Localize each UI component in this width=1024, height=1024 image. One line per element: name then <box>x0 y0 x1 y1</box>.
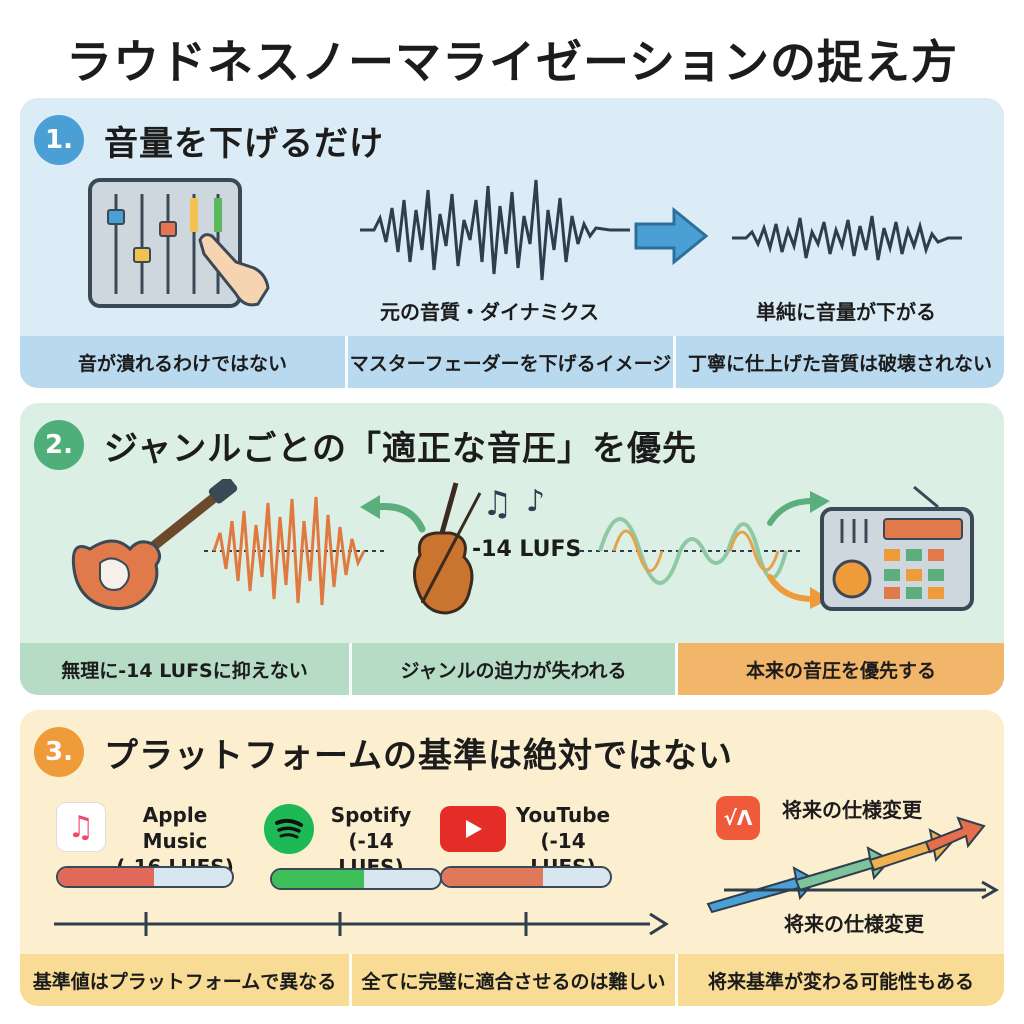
future-label-bottom: 将来の仕様変更 <box>784 912 924 936</box>
section-title: プラットフォームの基準は絶対ではない <box>104 735 733 776</box>
footer-cell-highlight: 本来の音圧を優先する <box>678 643 1004 695</box>
section-number: 3. <box>34 727 84 777</box>
reduced-waveform <box>732 215 962 261</box>
section-footer: 音が潰れるわけではない マスターフェーダーを下げるイメージ 丁寧に仕上げた音質は… <box>20 336 1004 388</box>
apple-music-icon: ♫ <box>56 802 106 852</box>
spotify-icon <box>264 804 314 854</box>
section-genre-loudness: 2. ジャンルごとの「適正な音圧」を優先 ♫ ♪ -14 LUFS <box>20 403 1004 695</box>
youtube-level-bar <box>440 866 612 888</box>
electric-guitar-icon <box>71 479 238 611</box>
footer-cell: 基準値はプラットフォームで異なる <box>20 954 352 1006</box>
section-title: 音量を下げるだけ <box>104 123 384 164</box>
section-heading: 1. 音量を下げるだけ <box>34 112 384 168</box>
future-axis <box>724 880 1000 900</box>
footer-cell: ジャンルの迫力が失われる <box>352 643 678 695</box>
section-platform-standards: 3. プラットフォームの基準は絶対ではない ♫ Apple Music (-16… <box>20 710 1004 1006</box>
footer-cell: 丁寧に仕上げた音質は破壊されない <box>676 336 1004 388</box>
violin-icon <box>413 482 482 615</box>
reduced-wave-label: 単純に音量が下がる <box>756 300 936 324</box>
original-waveform <box>360 179 630 281</box>
service-name: YouTube <box>515 803 611 827</box>
spotify-level-bar <box>270 868 442 890</box>
lufs-target-label: -14 LUFS <box>472 537 582 562</box>
app-logo-icon: √Λ <box>716 796 760 840</box>
music-notes-icon: ♫ ♪ <box>482 484 545 524</box>
service-name: Apple Music <box>142 803 208 853</box>
section-footer: 無理に-14 LUFSに抑えない ジャンルの迫力が失われる 本来の音圧を優先する <box>20 643 1004 695</box>
original-wave-label: 元の音質・ダイナミクス <box>380 300 599 324</box>
section-heading: 2. ジャンルごとの「適正な音圧」を優先 <box>34 417 697 473</box>
curved-arrow-up-icon <box>767 491 830 526</box>
section-footer: 基準値はプラットフォームで異なる 全てに完璧に適合させるのは難しい 将来基準が変… <box>20 954 1004 1006</box>
page-title: ラウドネスノーマライゼーションの捉え方 <box>65 35 959 89</box>
section-heading: 3. プラットフォームの基準は絶対ではない <box>34 724 733 780</box>
svg-text:♫: ♫ <box>482 484 512 524</box>
genre-waveform-right <box>580 517 800 585</box>
footer-cell: マスターフェーダーを下げるイメージ <box>348 336 676 388</box>
footer-cell: 全てに完璧に適合させるのは難しい <box>352 954 678 1006</box>
service-name: Spotify <box>330 803 412 827</box>
sampler-icon <box>820 485 974 611</box>
section-number: 2. <box>34 420 84 470</box>
youtube-icon <box>440 806 506 852</box>
section-volume-down: 1. 音量を下げるだけ 元の音質・ダイナミクス 単純に音量が下がる 音が潰れるわ… <box>20 98 1004 388</box>
apple-music-level-bar <box>56 866 234 888</box>
arrow-right-icon <box>634 206 709 266</box>
section-title: ジャンルごとの「適正な音圧」を優先 <box>104 428 697 469</box>
section-number: 1. <box>34 115 84 165</box>
footer-cell: 将来基準が変わる可能性もある <box>678 954 1004 1006</box>
future-label-top: 将来の仕様変更 <box>782 798 922 822</box>
footer-cell: 無理に-14 LUFSに抑えない <box>20 643 352 695</box>
mixer-hand-icon <box>88 178 270 308</box>
timeline-axis <box>54 912 669 936</box>
genre-waveform-left <box>204 496 384 606</box>
curved-arrow-left-icon <box>360 495 426 533</box>
footer-cell: 音が潰れるわけではない <box>20 336 348 388</box>
svg-text:♪: ♪ <box>526 484 545 519</box>
